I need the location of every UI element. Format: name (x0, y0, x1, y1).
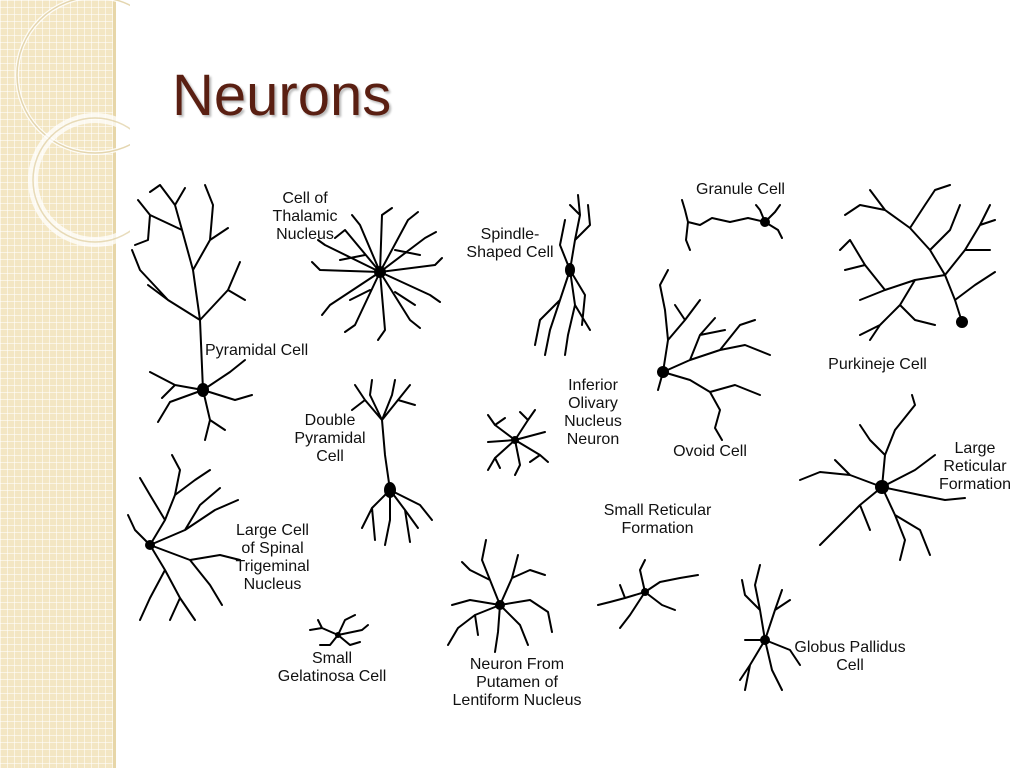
small-gelatinosa-cell-drawing (309, 614, 369, 646)
label-inferior-olivary-neuron: Inferior Olivary Nucleus Neuron (564, 377, 622, 448)
large-reticular-cell-drawing (799, 394, 966, 561)
label-small-reticular-formation: Small Reticular Formation (603, 502, 712, 537)
neuron-diagram (127, 184, 996, 691)
label-ovoid-cell: Ovoid Cell (673, 443, 747, 460)
sidebar-divider (113, 0, 116, 768)
label-globus-pallidus-cell: Globus Pallidus Cell (794, 639, 906, 674)
double-pyramidal-cell-drawing (351, 379, 433, 546)
globus-pallidus-cell-drawing (739, 564, 801, 691)
spindle-cell-drawing (534, 194, 591, 356)
label-spindle-cell: Spindle- Shaped Cell (466, 226, 554, 261)
label-large-reticular-formation: Large Reticular Formation (938, 440, 1012, 493)
inferior-olivary-neuron-drawing (487, 409, 549, 476)
label-double-pyramidal-cell: Double Pyramidal Cell (294, 412, 366, 465)
label-putamen-neuron: Neuron From Putamen of Lentiform Nucleus (452, 656, 582, 709)
label-small-gelatinosa-cell: Small Gelatinosa Cell (277, 650, 387, 685)
label-large-spinal-trigeminal-cell: Large Cell of Spinal Trigeminal Nucleus (235, 522, 310, 593)
label-pyramidal-cell: Pyramidal Cell (205, 342, 309, 359)
large-spinal-trigeminal-cell-drawing (127, 454, 241, 621)
small-reticular-cell-drawing (597, 559, 699, 629)
ovoid-cell-drawing (657, 269, 771, 441)
decorative-rings (15, 0, 130, 247)
label-thalamic-cell: Cell of Thalamic Nucleus (272, 190, 338, 243)
purkinje-cell-drawing (839, 184, 996, 341)
thalamic-cell-drawing (311, 207, 443, 341)
label-purkinje-cell: Purkineje Cell (828, 356, 927, 373)
putamen-neuron-drawing (447, 539, 553, 653)
slide-title: Neurons (172, 63, 392, 128)
granule-cell-drawing (681, 199, 783, 251)
pyramidal-cell-drawing (131, 184, 253, 441)
label-granule-cell: Granule Cell (696, 181, 785, 198)
